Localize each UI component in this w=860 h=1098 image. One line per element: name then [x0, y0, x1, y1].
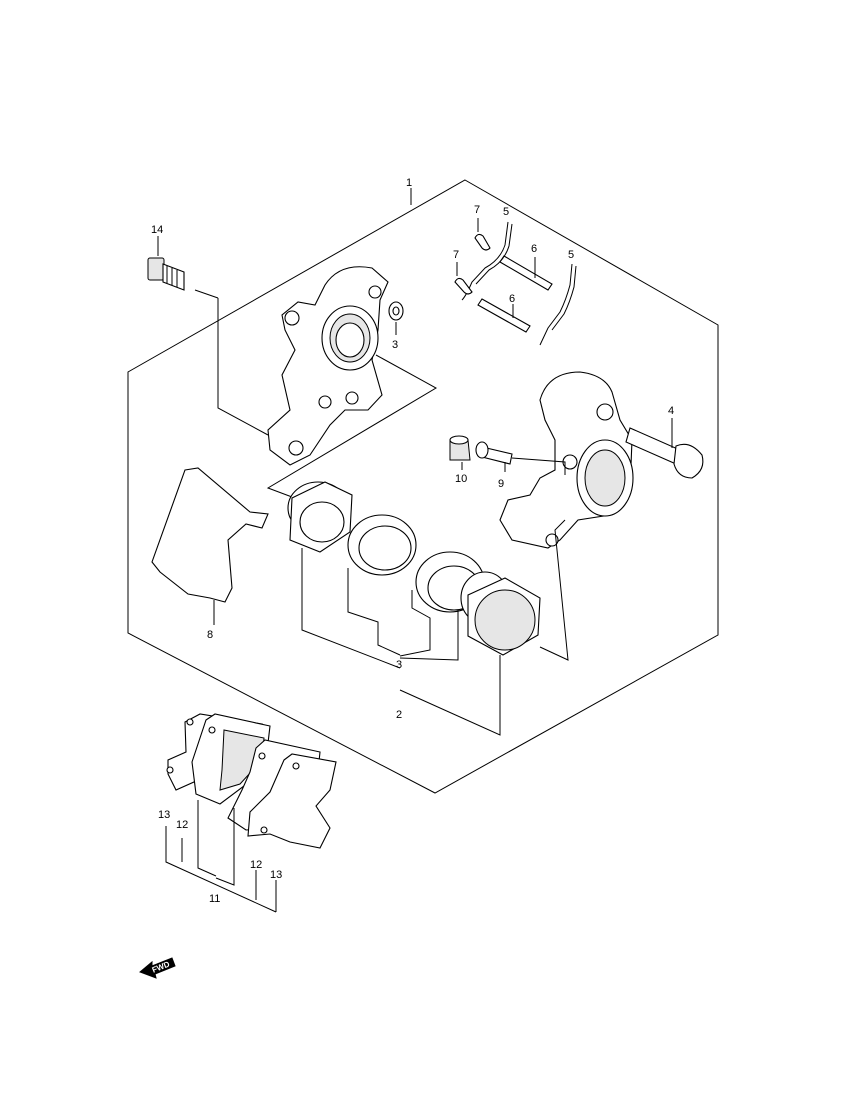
callout-6-lower: 6	[509, 293, 515, 305]
caliper-body	[499, 371, 634, 549]
fwd-label: FWD	[151, 959, 171, 974]
callout-10: 10	[455, 473, 467, 485]
callout-2: 2	[396, 709, 402, 721]
callout-3-seals: 3	[396, 659, 402, 671]
callout-5-left: 5	[503, 206, 509, 218]
callout-8: 8	[207, 629, 213, 641]
part-9-bleeder	[475, 441, 566, 475]
part-4-bolt	[625, 418, 704, 479]
pistons-seals	[287, 481, 541, 656]
part-5-clips	[461, 221, 577, 346]
callout-6-upper: 6	[531, 243, 537, 255]
part-14-bolt	[147, 236, 185, 291]
callout-4: 4	[668, 405, 674, 417]
callout-12-right: 12	[250, 859, 262, 871]
callout-5-right: 5	[568, 249, 574, 261]
callout-13-right: 13	[270, 869, 282, 881]
leader-lines-pads	[165, 800, 277, 913]
part-8-pad-spring	[151, 467, 269, 625]
callout-3-washer: 3	[392, 339, 398, 351]
callout-11: 11	[209, 893, 220, 905]
brake-pads	[166, 713, 337, 849]
callout-7-lower: 7	[453, 249, 459, 261]
callout-12-left: 12	[176, 819, 188, 831]
callout-14: 14	[151, 224, 163, 236]
callout-7-upper: 7	[474, 204, 480, 216]
part-3-washer	[388, 301, 404, 335]
part-7-cotter-pins	[454, 218, 491, 295]
part-6-pins	[477, 255, 553, 333]
caliper-bracket	[267, 266, 389, 466]
callout-13-left: 13	[158, 809, 170, 821]
part-10-cap	[449, 435, 471, 470]
callout-1: 1	[406, 177, 412, 189]
callout-9: 9	[498, 478, 504, 490]
fwd-arrow-icon: FWD	[139, 957, 176, 979]
assembly-boundary-1	[127, 179, 719, 794]
leader-lines-pistons	[301, 519, 569, 736]
